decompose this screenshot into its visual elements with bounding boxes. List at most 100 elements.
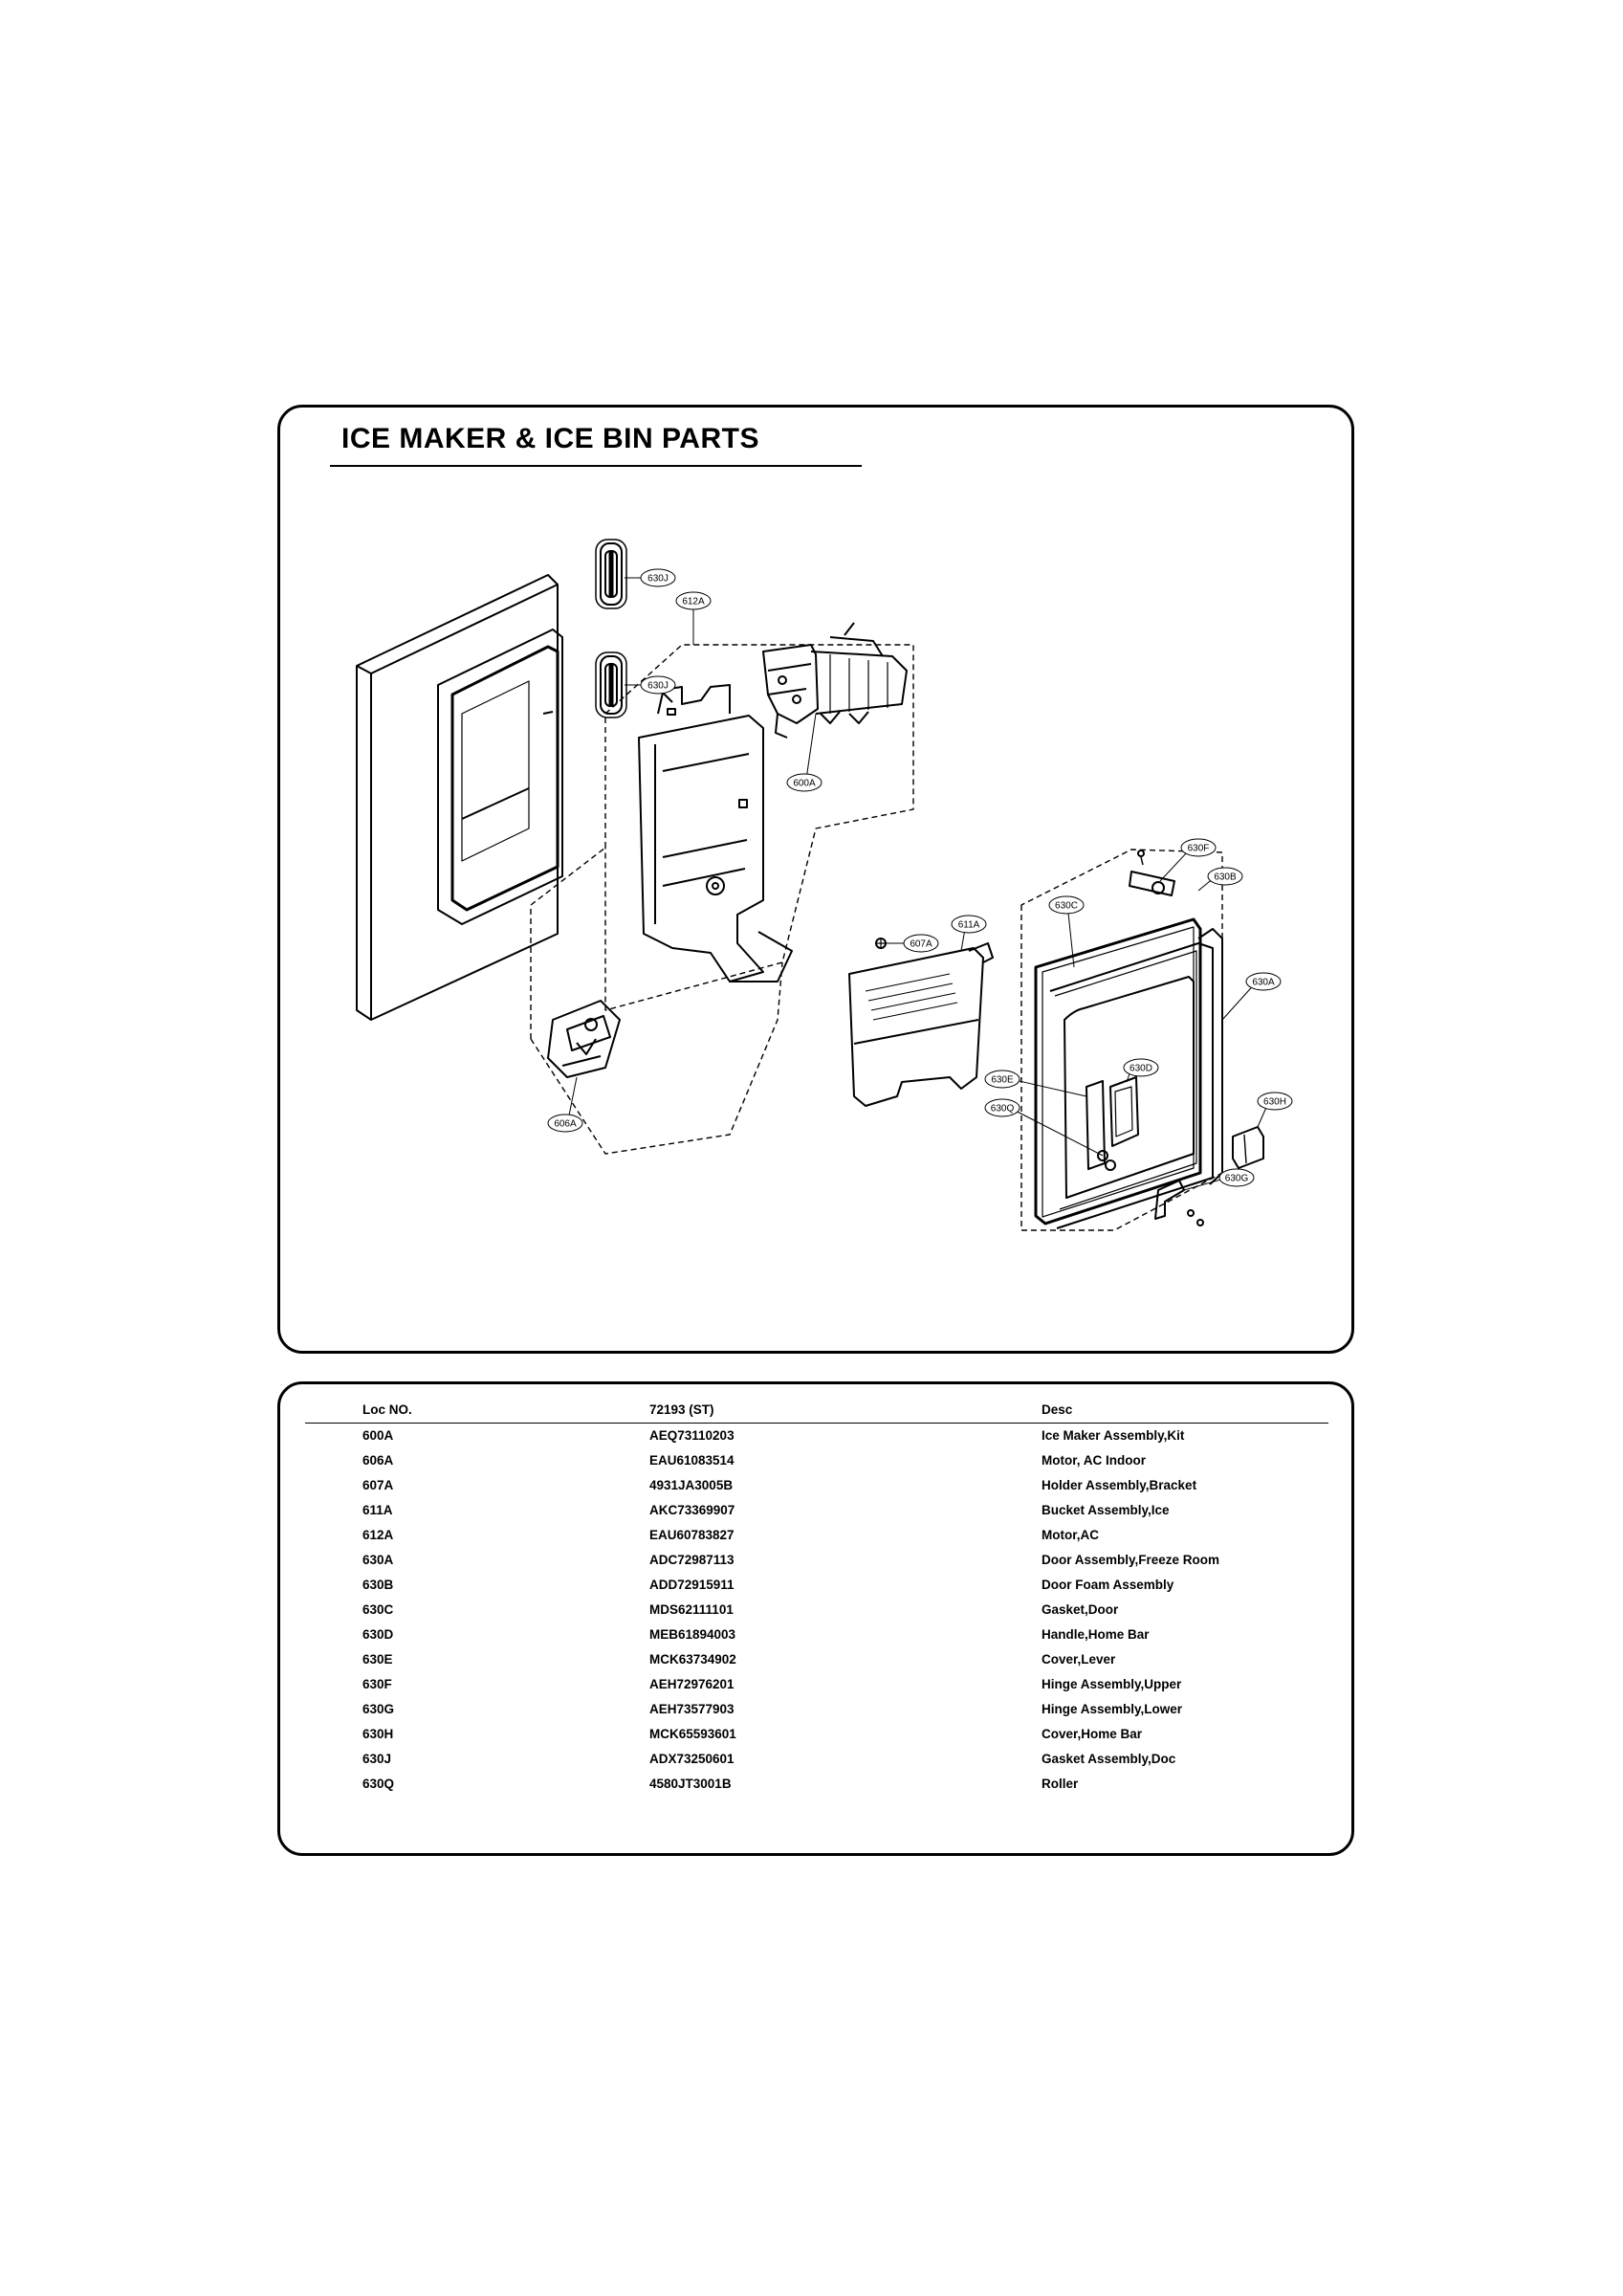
cell-part-number: AEH73577903 [649,1702,735,1716]
cell-part-number: ADX73250601 [649,1752,735,1766]
cell-loc: 630A [362,1553,394,1567]
table-row: 630C MDS62111101 Gasket,Door [305,1598,1328,1623]
cell-part-number: AEH72976201 [649,1677,735,1691]
table-row: 630A ADC72987113 Door Assembly,Freeze Room [305,1548,1328,1573]
cell-loc: 630J [362,1752,392,1766]
cell-loc: 606A [362,1453,394,1468]
cell-desc: Door Assembly,Freeze Room [1042,1553,1220,1567]
callout-label: 630J [647,574,669,585]
callout-600A: 600A [786,713,822,792]
cell-desc: Hinge Assembly,Lower [1042,1702,1183,1716]
callout-630Q: 630Q [984,1098,1104,1157]
table-row: 630B ADD72915911 Door Foam Assembly [305,1573,1328,1598]
cell-desc: Door Foam Assembly [1042,1578,1174,1592]
cabinet-door-frame [356,574,563,1021]
callout-label: 600A [793,779,816,789]
callout-630G: 630G [1183,1168,1255,1191]
callout-630J-bottom: 630J [625,675,676,695]
cell-loc: 630D [362,1627,394,1642]
diagram-panel: ICE MAKER & ICE BIN PARTS [277,405,1354,1354]
cell-part-number: EAU61083514 [649,1453,735,1468]
callout-label: 630G [1225,1174,1249,1184]
callout-label: 630J [647,681,669,692]
cell-part-number: MCK65593601 [649,1727,736,1741]
callout-label: 606A [554,1119,577,1130]
cell-part-number: MCK63734902 [649,1652,736,1667]
col-header-part-number: 72193 (ST) [649,1400,1042,1424]
callout-label: 630A [1252,978,1275,988]
callout-630A: 630A [1221,972,1282,1021]
callout-label: 630Q [991,1104,1015,1115]
callout-630J-top: 630J [625,568,676,587]
cell-part-number: ADD72915911 [649,1578,735,1592]
cell-loc: 630Q [362,1777,395,1791]
cell-desc: Cover,Home Bar [1042,1727,1143,1741]
cell-desc: Bucket Assembly,Ice [1042,1503,1170,1517]
motor-606A [547,1000,621,1078]
col-header-loc: Loc NO. [305,1400,649,1424]
upper-hinge-630F [1129,850,1175,896]
cell-part-number: MEB61894003 [649,1627,736,1642]
callout-label: 630E [991,1075,1014,1086]
lower-hinge-630G [1154,1180,1204,1226]
callout-630D: 630D [1123,1058,1159,1083]
cell-desc: Gasket,Door [1042,1602,1119,1617]
cell-desc: Cover,Lever [1042,1652,1116,1667]
table-row: 607A 4931JA3005B Holder Assembly,Bracket [305,1473,1328,1498]
callout-606A: 606A [547,1076,583,1133]
callout-label: 612A [682,597,705,607]
cell-loc: 630E [362,1652,393,1667]
cell-part-number: 4931JA3005B [649,1478,734,1492]
cell-part-number: EAU60783827 [649,1528,735,1542]
cell-desc: Handle,Home Bar [1042,1627,1150,1642]
callout-630H: 630H [1257,1092,1293,1128]
callout-630E: 630E [984,1070,1087,1097]
cell-desc: Gasket Assembly,Doc [1042,1752,1176,1766]
callout-607A: 607A [887,934,939,953]
callout-630B: 630B [1197,867,1243,892]
callout-label: 630F [1188,844,1210,854]
callout-label: 630D [1130,1064,1152,1074]
cell-loc: 611A [362,1503,393,1517]
table-header-row: Loc NO. 72193 (ST) Desc [305,1400,1328,1424]
cell-desc: Holder Assembly,Bracket [1042,1478,1197,1492]
assembly-boundary-612A [604,644,914,1011]
callout-630C: 630C [1048,895,1085,968]
callout-630F: 630F [1159,838,1217,882]
cell-loc: 600A [362,1428,394,1443]
cell-loc: 630B [362,1578,394,1592]
callout-612A: 612A [675,591,712,645]
col-header-desc: Desc [1042,1400,1328,1424]
cell-loc: 630C [362,1602,394,1617]
bracket-plate [638,684,793,982]
cell-desc: Roller [1042,1777,1079,1791]
exploded-parts-drawing: 630J 630J 612A 600A 607A 611A 606A 630F 630B 630C… [356,539,1293,1231]
gasket-630J-bottom [595,651,627,718]
callout-label: 630B [1214,872,1237,883]
table-row: 630D MEB61894003 Handle,Home Bar [305,1623,1328,1647]
cell-part-number: MDS62111101 [649,1602,734,1617]
cell-part-number: ADC72987113 [649,1553,735,1567]
callout-611A: 611A [951,915,987,952]
part-callouts: 630J 630J 612A 600A 607A 611A 606A 630F 630B 630C… [547,568,1293,1191]
callout-label: 607A [910,939,932,950]
cell-loc: 630G [362,1702,395,1716]
cell-loc: 607A [362,1478,394,1492]
gasket-630J-top [595,539,627,609]
callout-label: 630H [1263,1097,1286,1108]
door-assembly-630A [1034,917,1223,1229]
page-title: ICE MAKER & ICE BIN PARTS [341,423,759,454]
callout-label: 630C [1055,901,1078,912]
callout-label: 611A [958,920,980,931]
table-row: 630E MCK63734902 Cover,Lever [305,1647,1328,1672]
